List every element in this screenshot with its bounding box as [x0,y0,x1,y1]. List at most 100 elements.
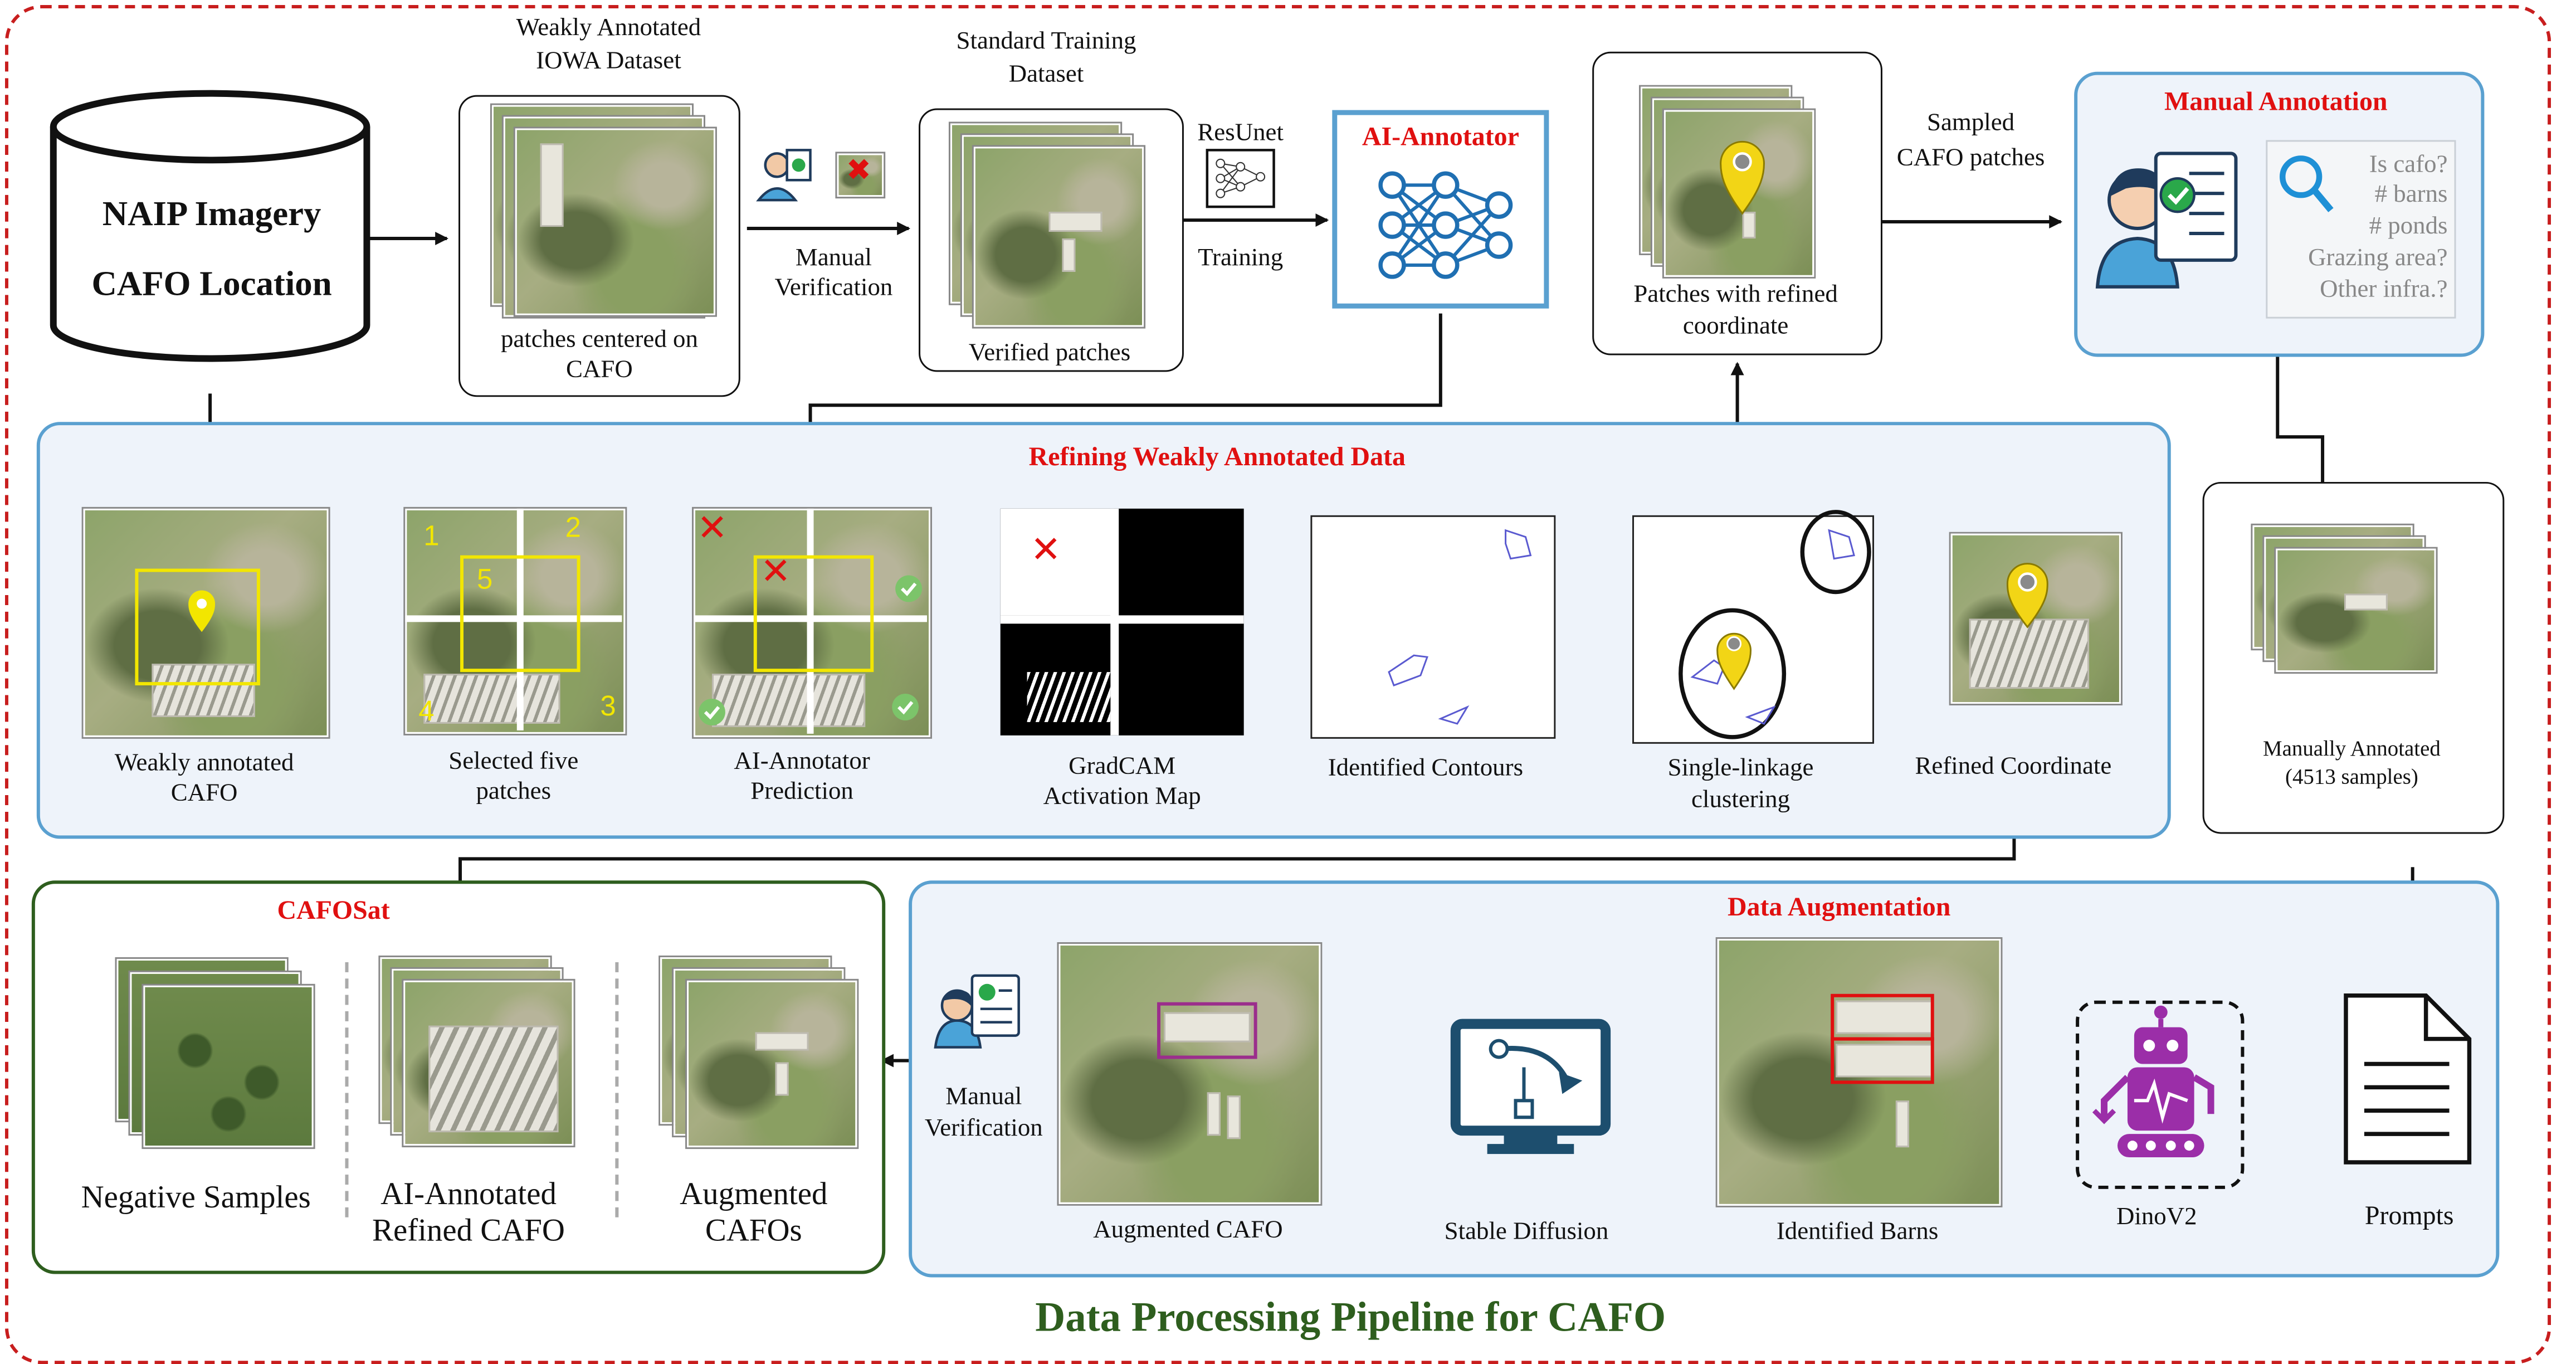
aug-step-augmented-cafo: Augmented CAFO [1093,1217,1283,1244]
manual-patch-1 [2276,548,2436,673]
refined-caption-line1: Patches with refined [1633,281,1838,309]
patch-number-1: 1 [423,520,440,552]
weak-patch-1 [515,128,715,315]
question-5: Other infra.? [2320,276,2448,304]
step-6-line2: clustering [1691,787,1790,814]
augmented-barn-box [1157,1002,1257,1059]
split-horizontal-2 [694,615,928,622]
cafosat-item-3-line2: CAFOs [705,1214,802,1249]
weak-dataset-title-line2: IOWA Dataset [536,48,681,75]
cafosat-item-3-line1: Augmented [680,1177,828,1212]
weak-dataset-title-line1: Weakly Annotated [516,14,701,42]
standard-dataset-title-line2: Dataset [1008,61,1084,89]
manual-verification-top-line1: Manual [795,245,872,272]
prediction-center-box [753,555,874,673]
standard-dataset-title-line1: Standard Training [956,28,1136,55]
source-label-line2: CAFO Location [91,263,332,304]
sampled-line1: Sampled [1927,110,2015,137]
split-horizontal [405,615,622,622]
patch-number-5: 5 [476,563,493,596]
ai-annotator-title: AI-Annotator [1362,123,1519,152]
aug-step-dinov2: DinoV2 [2116,1204,2197,1231]
cafosat-item-2-line1: AI-Annotated [380,1177,557,1212]
aug-verification-line1: Manual [945,1084,1022,1111]
augmentation-title: Data Augmentation [1727,894,1951,923]
sampled-line2: CAFO patches [1896,145,2045,172]
step-1-line1: Weakly annotated [114,750,294,777]
divider-2 [615,962,619,1217]
aug-step-prompts: Prompts [2364,1202,2454,1231]
aug-step-identified-barns: Identified Barns [1776,1219,1939,1246]
step-2-line2: patches [476,778,552,806]
step-2-line1: Selected five [448,748,579,776]
reject-patch [837,153,884,197]
refined-coordinate-image [1950,533,2121,704]
patch-number-2: 2 [565,512,581,544]
aug-verification-line2: Verification [924,1115,1043,1143]
reject-x-icon: ✕ [1030,530,1061,572]
diagram-title: Data Processing Pipeline for CAFO [1035,1295,1666,1341]
step-4-line2: Activation Map [1043,783,1201,811]
cafosat-item-1-line1: Negative Samples [81,1180,311,1216]
database-icon [50,90,370,362]
step-4-line1: GradCAM [1069,753,1176,781]
reject-x-icon: ✖ [846,153,871,189]
step-3-line2: Prediction [750,778,853,806]
manually-annotated-line2: (4513 samples) [2285,763,2418,789]
cafosat-item-2-line2: Refined CAFO [372,1214,565,1249]
contours-image [1310,515,1556,739]
center-patch-box [460,555,580,673]
reject-x-icon: ✕ [760,552,791,594]
questions-box [2266,140,2456,319]
standard-caption: Verified patches [968,340,1131,367]
identified-barns-image [1717,938,2001,1206]
barn-box-2 [1831,1037,1934,1084]
manual-verification-top-line2: Verification [774,275,893,302]
weak-caption-line2: CAFO [566,357,633,384]
step-7-line1: Refined Coordinate [1915,753,2112,781]
manual-annotation-title: Manual Annotation [2164,88,2388,117]
step-3-line1: AI-Annotator [734,748,870,776]
standard-patch-1 [973,147,1144,327]
question-1: Is cafo? [2369,152,2448,179]
training-label: Training [1198,245,1284,272]
weak-caption-line1: patches centered on [500,327,698,354]
step-1-line2: CAFO [170,780,238,807]
step-5-line1: Identified Contours [1328,755,1524,782]
resunet-label: ResUnet [1197,120,1284,147]
source-label-line1: NAIP Imagery [102,193,321,234]
negative-patch-1 [143,985,314,1148]
question-4: Grazing area? [2308,245,2448,272]
divider-1 [345,962,349,1217]
cafosat-title: CAFOSat [277,897,390,926]
dinov2-frame [2076,1000,2245,1189]
augmented-patch-1 [687,980,857,1148]
aug-step-stable-diffusion: Stable Diffusion [1444,1219,1609,1246]
refining-title: Refining Weakly Annotated Data [1028,444,1406,472]
refined-cafo-patch-1 [403,980,574,1146]
gradcam-map [1000,508,1244,735]
patch-number-3: 3 [600,690,616,722]
refined-caption-line2: coordinate [1682,313,1789,340]
weak-cafo-bbox [135,568,260,686]
step-6-line1: Single-linkage [1667,755,1814,782]
augmented-cafo-image [1058,943,1321,1204]
reject-x-icon: ✕ [697,508,728,551]
manually-annotated-line1: Manually Annotated [2263,735,2441,761]
question-2: # barns [2374,182,2448,209]
